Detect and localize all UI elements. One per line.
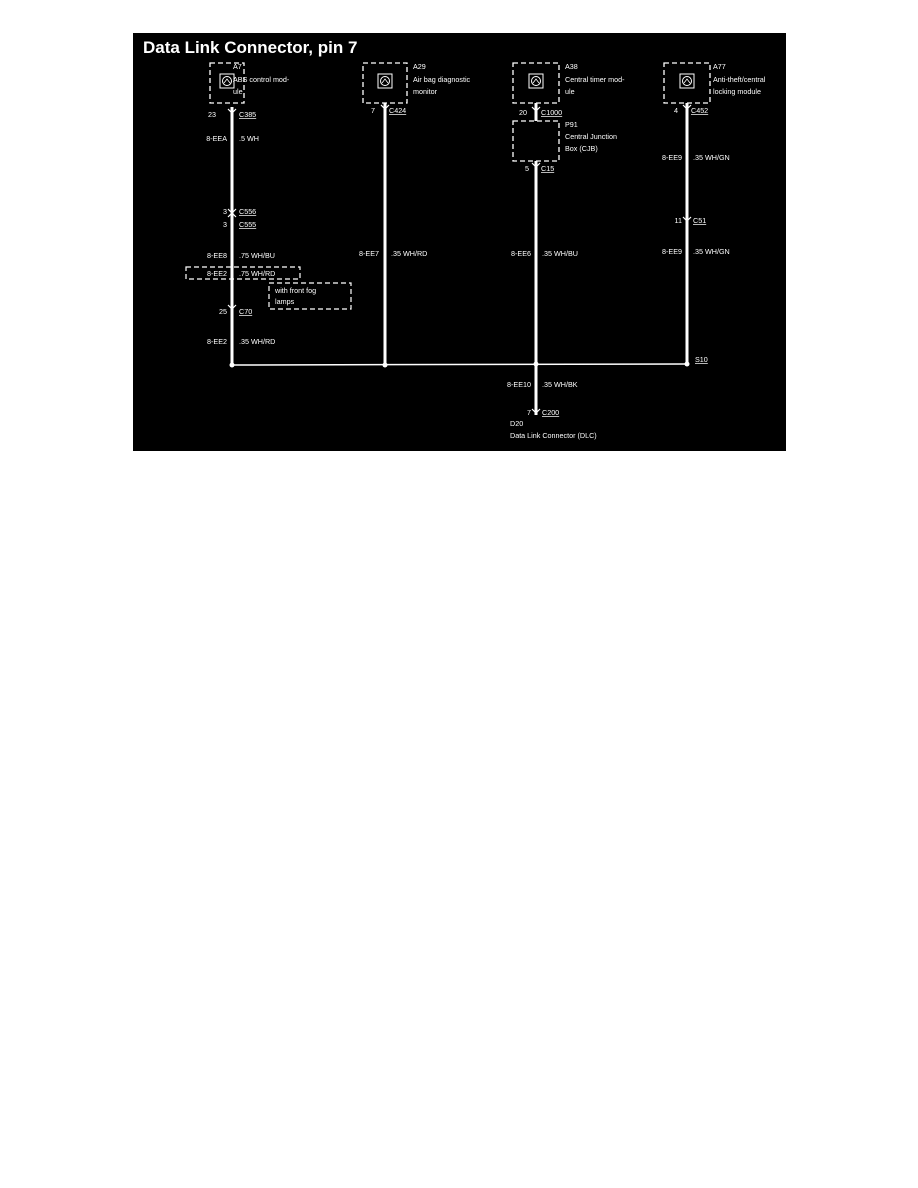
wire-a29-circuit: 8-EE7 [359, 249, 379, 258]
junction-box-connector: C15 [541, 164, 554, 173]
wire-a38-circuit: 8-EE6 [511, 249, 531, 258]
module-a77-pin: 4 [674, 106, 678, 115]
diagram-canvas: Data Link Connector, pin 7 A7 ABS contro… [133, 33, 786, 451]
wire-a7-opt-spec: .75 WH/RD [239, 269, 275, 278]
connector-c70-pin: 25 [219, 307, 227, 316]
module-a7-name-line2: ule [233, 87, 243, 96]
module-a29-icon [377, 73, 393, 89]
splice-points [229, 361, 690, 368]
chevron-c452-icon [682, 104, 692, 110]
dlc-id: D20 [510, 419, 523, 428]
junction-box-name-line2: Box (CJB) [565, 144, 598, 153]
wire-a7-bot-spec: .35 WH/RD [239, 337, 275, 346]
wiring-diagram: Data Link Connector, pin 7 A7 ABS contro… [133, 33, 786, 451]
wire-a77-top-spec: .35 WH/GN [693, 153, 730, 162]
wire-a77-top-circuit: 8-EE9 [662, 153, 682, 162]
chevron-c15-icon [531, 162, 541, 168]
chevron-c555-icon [227, 212, 237, 218]
chevron-c51-icon [682, 216, 692, 222]
module-a38-name-line1: Central timer mod- [565, 75, 625, 84]
module-a7-icon [219, 73, 235, 89]
wire-a7-mid-spec: .75 WH/BU [239, 251, 275, 260]
splice-dot-a77 [684, 361, 690, 367]
splice-dot-a38 [533, 361, 539, 367]
module-a38-icon [528, 73, 544, 89]
module-a7: A7 ABS control mod- ule 23 C385 [208, 62, 290, 119]
chevron-c200-icon [531, 408, 541, 414]
connector-c556-label: C556 [239, 207, 256, 216]
module-a77-id: A77 [713, 62, 726, 71]
connector-c200-label: C200 [542, 408, 559, 417]
splice-label: S10 [695, 355, 708, 364]
module-a7-name-line1: ABS control mod- [233, 75, 290, 84]
dlc-name: Data Link Connector (DLC) [510, 431, 597, 440]
module-a38-connector: C1000 [541, 108, 562, 117]
wire-dlc-circuit: 8-EE10 [507, 380, 531, 389]
module-a38-pin: 20 [519, 108, 527, 117]
connector-c51-label: C51 [693, 216, 706, 225]
diagram-title: Data Link Connector, pin 7 [143, 38, 357, 57]
option-wire-outline [185, 266, 301, 280]
wires [230, 103, 689, 415]
wire-a77-bot-spec: .35 WH/GN [693, 247, 730, 256]
option-note-line2: lamps [275, 297, 295, 306]
splice-dot-a29 [382, 362, 388, 368]
module-a77: A77 Anti-theft/central locking module 4 … [663, 62, 766, 115]
module-a7-pin: 23 [208, 110, 216, 119]
module-a77-icon [679, 73, 695, 89]
module-a77-name-line2: locking module [713, 87, 761, 96]
module-a29-id: A29 [413, 62, 426, 71]
connector-c51-pin: 11 [675, 216, 682, 225]
module-a77-name-line1: Anti-theft/central [713, 75, 766, 84]
connector-c70-label: C70 [239, 307, 252, 316]
module-a38-id: A38 [565, 62, 578, 71]
connector-c555-pin: 3 [223, 220, 227, 229]
junction-box-name-line1: Central Junction [565, 132, 617, 141]
connector-c555-label: C555 [239, 220, 256, 229]
module-a7-id: A7 [233, 62, 242, 71]
wire-dlc-spec: .35 WH/BK [542, 380, 578, 389]
wire-a7-bot-circuit: 8-EE2 [207, 337, 227, 346]
splice-dot-a7 [229, 362, 235, 368]
wire-a7-opt-circuit: 8-EE2 [207, 269, 227, 278]
wire-bus-s10 [231, 363, 688, 366]
wire-a7-top-circuit: 8-EEA [206, 134, 227, 143]
module-a77-connector: C452 [691, 106, 708, 115]
module-a29-pin: 7 [371, 106, 375, 115]
module-a29-name-line2: monitor [413, 87, 438, 96]
chevron-c70-icon [227, 304, 237, 310]
chevron-c424-icon [380, 104, 390, 110]
module-a7-connector: C385 [239, 110, 256, 119]
module-a29-name-line1: Air bag diagnostic [413, 75, 471, 84]
wire-a29-spec: .35 WH/RD [391, 249, 427, 258]
option-note-box [268, 282, 352, 310]
connector-c200-pin: 7 [527, 408, 531, 417]
wire-a7-top-spec: .5 WH [239, 134, 259, 143]
option-note-line1: with front fog [274, 286, 316, 295]
connector-c556-pin: 3 [223, 207, 227, 216]
module-a38-name-line2: ule [565, 87, 575, 96]
wire-a77-bot-circuit: 8-EE9 [662, 247, 682, 256]
connector-markers [227, 104, 692, 414]
module-a29-connector: C424 [389, 106, 406, 115]
chevron-c1000-icon [531, 106, 541, 112]
module-a7-outline [209, 62, 245, 104]
junction-box-id: P91 [565, 120, 578, 129]
chevron-c385-icon [227, 108, 237, 114]
wire-a7-mid-circuit: 8-EE8 [207, 251, 227, 260]
junction-box-pin: 5 [525, 164, 529, 173]
wire-a38-spec: .35 WH/BU [542, 249, 578, 258]
